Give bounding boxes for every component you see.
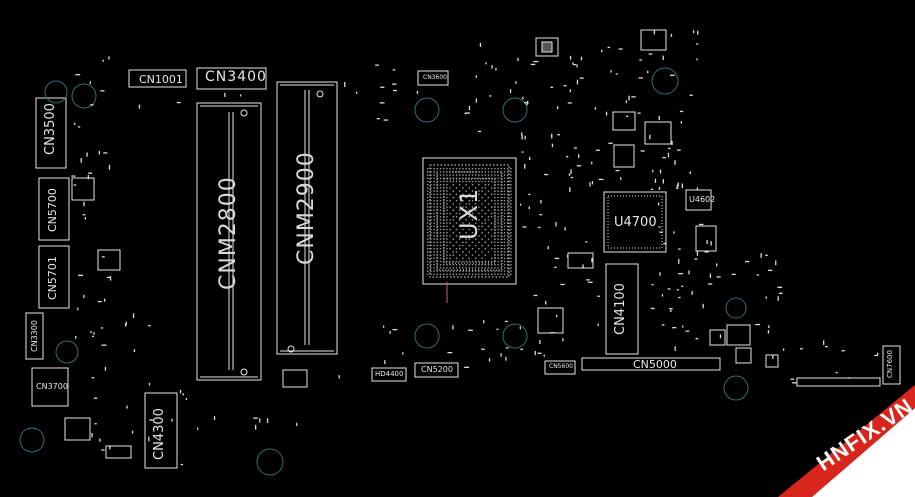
u4700-outline — [603, 191, 667, 253]
label-cn5200: CN5200 — [421, 365, 453, 374]
cnm2900-outline — [276, 81, 338, 355]
mounting-hole — [502, 97, 528, 123]
cn3700-outline — [31, 367, 69, 407]
ux1-outline — [422, 157, 517, 285]
label-cn5700: CN5700 — [46, 188, 59, 232]
label-cn4300: CN4300 — [152, 408, 167, 460]
label-cn3600: CN3600 — [423, 74, 447, 81]
label-cn3300: CN3300 — [30, 320, 39, 352]
label-u4700: U4700 — [614, 215, 657, 230]
mounting-hole — [71, 83, 97, 109]
label-cnm2900: CNM2900 — [294, 151, 319, 265]
mounting-hole — [44, 80, 68, 104]
cn1001-outline — [128, 69, 187, 88]
cn5700-outline — [38, 177, 70, 241]
cn5200-outline — [414, 362, 459, 378]
label-cn5600: CN5600 — [549, 363, 573, 370]
label-cn3500: CN3500 — [43, 103, 58, 155]
cn3600-outline — [417, 70, 449, 86]
mounting-hole — [19, 427, 45, 453]
hd4400-outline — [371, 367, 407, 382]
cn3300-outline — [25, 312, 44, 360]
cn3500-outline — [35, 97, 67, 169]
mounting-hole — [414, 97, 440, 123]
label-cnm2800: CNM2800 — [216, 176, 241, 290]
label-cn3700: CN3700 — [36, 382, 68, 391]
mounting-hole — [414, 323, 440, 349]
label-u4602: U4602 — [689, 195, 716, 204]
cn4300-outline — [144, 392, 178, 469]
label-cn4100: CN4100 — [613, 283, 628, 335]
mounting-hole — [55, 340, 79, 364]
cn7600-outline — [882, 345, 901, 385]
mounting-hole — [256, 448, 284, 476]
cn4100-outline — [605, 263, 639, 355]
cn3400-outline — [196, 67, 267, 90]
mounting-hole — [502, 323, 528, 349]
watermark-red-stripe — [778, 385, 915, 497]
label-ux1: UX1 — [455, 187, 483, 240]
cnm2800-outline — [196, 102, 262, 381]
u4602-outline — [685, 189, 712, 211]
label-cn3400: CN3400 — [205, 69, 267, 85]
mounting-hole — [723, 375, 749, 401]
cn5701-outline — [38, 245, 70, 309]
label-cn1001: CN1001 — [139, 73, 183, 86]
mounting-hole — [725, 297, 747, 319]
label-cn7600: CN7600 — [886, 350, 894, 378]
label-hd4400: HD4400 — [375, 370, 404, 378]
mounting-hole — [651, 67, 679, 95]
cn5600-outline — [544, 360, 576, 375]
cn5000-outline — [581, 357, 721, 371]
label-cn5701: CN5701 — [46, 256, 59, 300]
label-cn5000: CN5000 — [633, 358, 677, 371]
